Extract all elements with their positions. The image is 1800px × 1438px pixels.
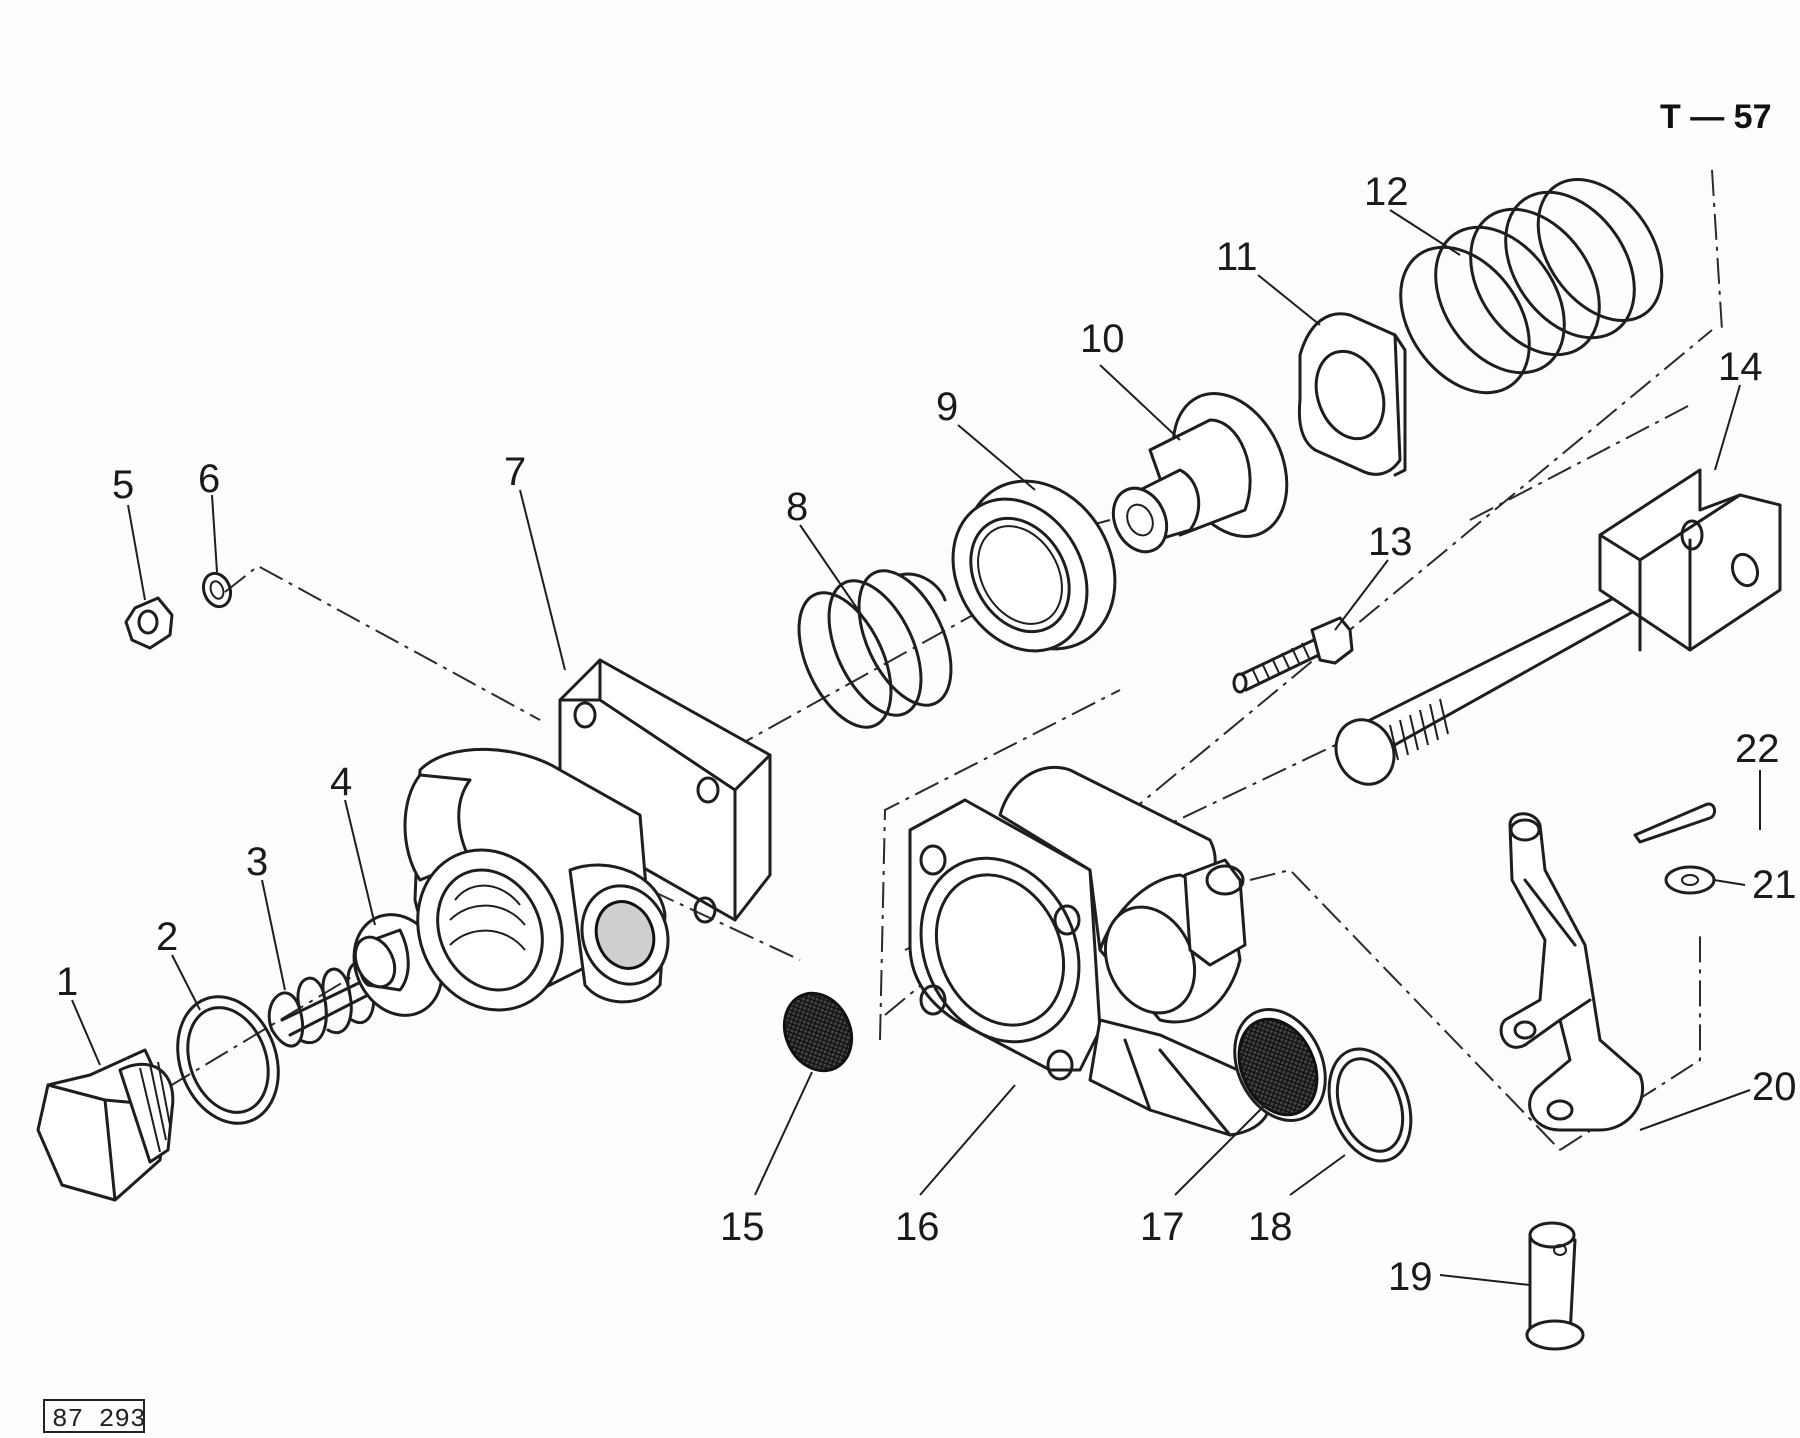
callout-20: 20: [1752, 1065, 1797, 1109]
callout-labels: 1 2 3 4 5 6 7 8 9 10 11 12 13 14 15 16 1…: [56, 170, 1797, 1299]
part-5-hex-nut: [124, 596, 174, 650]
callout-19: 19: [1388, 1255, 1433, 1299]
part-20-lever: [1499, 812, 1645, 1132]
assembly-center-lines: [129, 169, 1723, 1151]
callout-leader-lines: [71, 209, 1761, 1286]
part-18-sealing-ring: [1327, 1047, 1413, 1163]
callout-10: 10: [1080, 317, 1125, 361]
callout-3: 3: [246, 840, 268, 884]
part-17-strainer: [1233, 1008, 1327, 1122]
callout-11: 11: [1216, 235, 1258, 279]
callout-6: 6: [198, 457, 220, 501]
part-9-bearing-ring: [951, 479, 1117, 653]
part-3-valve-spring: [267, 961, 376, 1048]
part-1-hex-plug: [36, 1048, 175, 1202]
part-8-spring: [797, 569, 953, 729]
callout-5: 5: [112, 463, 134, 507]
callout-16: 16: [895, 1205, 940, 1249]
reference-number: 87 293: [52, 1404, 146, 1434]
callout-4: 4: [330, 760, 352, 804]
callout-7: 7: [504, 450, 526, 494]
callout-2: 2: [156, 915, 178, 959]
sheet-code: T — 57: [1660, 98, 1771, 136]
part-12-main-spring: [1399, 177, 1664, 395]
part-21-washer: [1664, 865, 1716, 895]
part-19-clevis-pin: [1525, 1221, 1585, 1351]
callout-1: 1: [56, 960, 78, 1004]
callout-18: 18: [1248, 1205, 1293, 1249]
part-10-spring-seat: [1111, 392, 1289, 554]
part-6-spring-washer: [201, 571, 233, 609]
callout-8: 8: [786, 485, 808, 529]
callout-13: 13: [1368, 520, 1413, 564]
part-15-strainer-disc: [782, 991, 854, 1073]
part-14-fork-rod: [1334, 468, 1782, 786]
part-7-valve-housing: [403, 658, 772, 1012]
callout-9: 9: [936, 385, 958, 429]
callout-14: 14: [1718, 345, 1763, 389]
part-13-bolt: [1232, 616, 1354, 694]
reference-box: 87 293: [43, 1399, 146, 1434]
callout-15: 15: [720, 1205, 765, 1249]
callout-17: 17: [1140, 1205, 1185, 1249]
part-2-sealing-ring: [176, 995, 280, 1125]
callout-22: 22: [1735, 727, 1780, 771]
callout-12: 12: [1364, 170, 1409, 214]
callout-21: 21: [1752, 863, 1797, 907]
part-11-retainer-plate: [1297, 312, 1407, 477]
part-16-lower-housing: [908, 765, 1272, 1137]
part-22-split-pin: [1633, 802, 1717, 844]
